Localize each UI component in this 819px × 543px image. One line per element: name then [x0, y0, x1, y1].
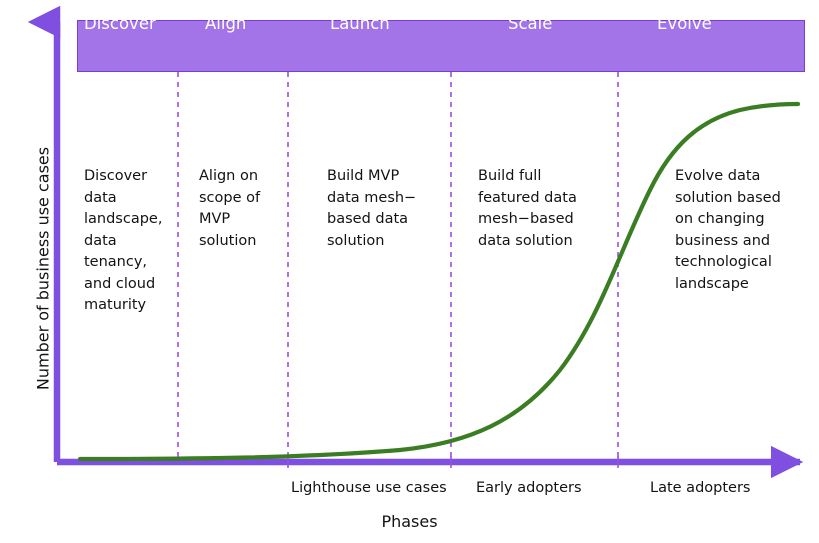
phase-label-evolve[interactable]: Evolve — [657, 14, 712, 33]
phase-header-band — [77, 20, 805, 72]
phase-label-align[interactable]: Align — [205, 14, 247, 33]
x-axis-ticks — [287, 456, 619, 468]
phase-description-launch: Build MVP data mesh− based data solution — [327, 168, 417, 249]
y-axis-title: Number of business use cases — [33, 146, 53, 391]
phase-label-discover[interactable]: Discover — [84, 14, 156, 33]
adopter-label-lighthouse-use-cases: Lighthouse use cases — [291, 480, 447, 496]
phase-description-discover: Discover data landscape, data tenancy, a… — [84, 168, 163, 313]
phase-divider-lines — [177, 72, 619, 461]
phase-description-scale: Build full featured data mesh−based data… — [478, 168, 577, 249]
phase-description-evolve: Evolve data solution based on changing b… — [675, 168, 781, 292]
adopter-label-late-adopters: Late adopters — [650, 480, 751, 496]
phase-label-launch[interactable]: Launch — [330, 14, 390, 33]
phase-label-scale[interactable]: Scale — [508, 14, 553, 33]
phase-description-align: Align on scope of MVP solution — [199, 168, 261, 249]
adopter-label-early-adopters: Early adopters — [476, 480, 582, 496]
x-axis-title: Phases — [381, 512, 438, 531]
